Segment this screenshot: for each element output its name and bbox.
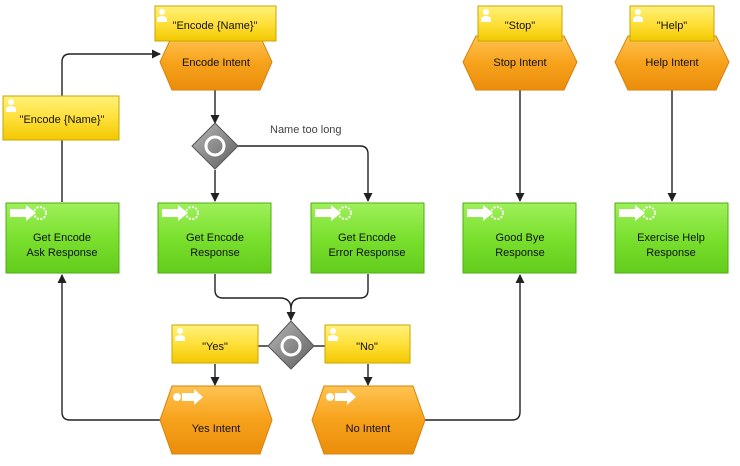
response-encode-line2: Response — [190, 247, 240, 259]
edge-yes-intent-to-ask-response — [57, 274, 160, 421]
user-icon — [175, 328, 185, 341]
response-ask-line1: Get Encode — [33, 232, 91, 244]
edge-encode-response-to-merge — [214, 274, 296, 321]
trigger-encode-top[interactable]: "Encode {Name}" — [154, 5, 277, 42]
response-ask[interactable]: Get Encode Ask Response — [5, 202, 120, 274]
user-icon — [481, 9, 491, 22]
function-arrow-icon — [315, 205, 352, 221]
connectors — [57, 49, 677, 421]
trigger-yes[interactable]: "Yes" — [171, 324, 259, 364]
function-arrow-icon — [162, 205, 199, 221]
response-help-line1: Exercise Help — [637, 232, 705, 244]
user-icon — [633, 9, 643, 22]
response-help-line2: Response — [646, 247, 696, 259]
edge-label-name-too-long: Name too long — [270, 124, 342, 136]
function-arrow-icon — [467, 205, 504, 221]
intent-yes-label: Yes Intent — [192, 423, 241, 435]
event-arrow-icon — [173, 389, 203, 405]
intent-encode[interactable]: Encode Intent — [159, 35, 273, 91]
intent-help[interactable]: Help Intent — [614, 35, 730, 91]
intent-stop-label: Stop Intent — [493, 57, 546, 69]
response-error-line1: Get Encode — [338, 232, 396, 244]
intent-no-label: No Intent — [346, 423, 391, 435]
response-error[interactable]: Get Encode Error Response — [310, 202, 425, 274]
trigger-encode-top-label: "Encode {Name}" — [173, 20, 258, 32]
edge-gateway-to-error-response — [237, 145, 373, 202]
gateway-merge[interactable] — [267, 320, 315, 370]
function-arrow-icon — [619, 205, 656, 221]
response-ask-line2: Ask Response — [27, 247, 98, 259]
user-icon — [6, 99, 16, 112]
edge-error-response-to-merge — [290, 274, 369, 310]
intent-no[interactable]: No Intent — [311, 385, 426, 455]
response-error-line2: Error Response — [328, 247, 405, 259]
trigger-stop-label: "Stop" — [505, 20, 536, 32]
function-arrow-icon — [10, 205, 47, 221]
intent-yes[interactable]: Yes Intent — [159, 385, 273, 455]
trigger-no-label: "No" — [356, 341, 378, 353]
event-arrow-icon — [326, 389, 356, 405]
xor-circle-icon — [280, 335, 302, 357]
trigger-help[interactable]: "Help" — [629, 5, 715, 42]
response-encode-line1: Get Encode — [186, 232, 244, 244]
xor-circle-icon — [204, 135, 226, 157]
trigger-no[interactable]: "No" — [324, 324, 411, 364]
response-goodbye[interactable]: Good Bye Response — [462, 202, 577, 274]
response-goodbye-line2: Response — [495, 247, 545, 259]
trigger-help-label: "Help" — [657, 20, 688, 32]
gateway-name-check[interactable] — [191, 122, 239, 170]
trigger-encode-left[interactable]: "Encode {Name}" — [2, 95, 120, 141]
user-icon — [157, 9, 167, 22]
response-encode[interactable]: Get Encode Response — [157, 202, 272, 274]
trigger-stop[interactable]: "Stop" — [477, 5, 563, 42]
intent-encode-label: Encode Intent — [182, 57, 250, 69]
intent-help-label: Help Intent — [645, 57, 698, 69]
user-icon — [328, 328, 338, 341]
trigger-encode-left-label: "Encode {Name}" — [20, 114, 105, 126]
edge-no-intent-to-goodbye — [425, 274, 525, 421]
trigger-yes-label: "Yes" — [202, 341, 228, 353]
response-help[interactable]: Exercise Help Response — [614, 202, 729, 274]
intent-stop[interactable]: Stop Intent — [462, 35, 578, 91]
edge-ask-response-to-encode-intent — [61, 49, 161, 202]
response-goodbye-line1: Good Bye — [496, 232, 545, 244]
